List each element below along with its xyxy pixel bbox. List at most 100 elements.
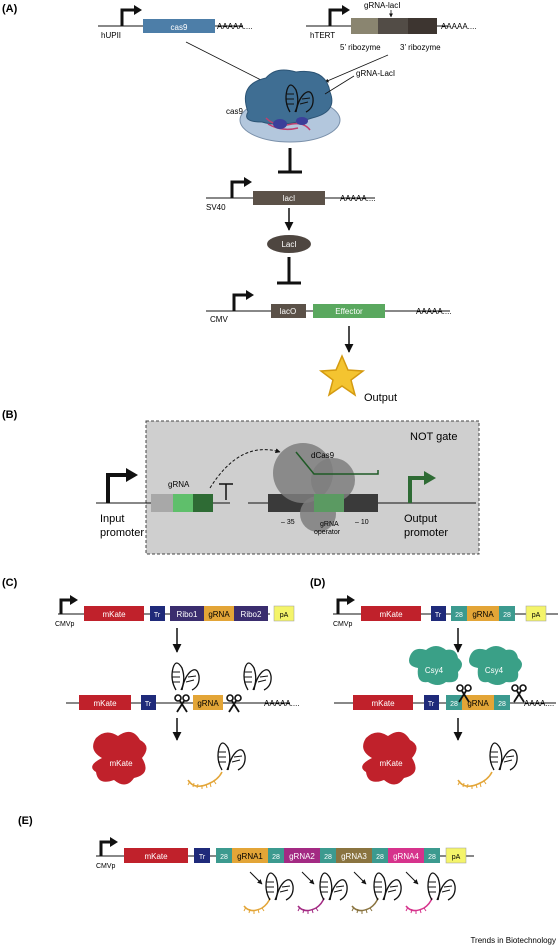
cas9-cassette: cas9 hUPII AAAAA.... [98,5,253,40]
mkate-label-2: mKate [371,699,395,708]
tr-label: Tr [199,854,206,861]
multiplex-grna-products [243,871,456,914]
panel-c-construct: CMVp mKate Tr Ribo1 gRNA Ribo2 pA [55,595,295,628]
promoter-htert-label: hTERT [310,31,335,40]
grna-product-d [457,742,518,789]
lacI-gene-label: lacI [283,194,295,203]
panel-d-transcript: mKate Tr 28 gRNA 28 AAAA.... [334,684,556,710]
r28-box-2 [268,848,284,863]
ribozyme3-box [408,18,437,34]
pa-label: pA [452,854,461,861]
promoter-arrow-icon [120,8,136,26]
output-promoter-arrow-icon [408,476,426,503]
mkate-box [361,606,421,621]
grna4-label: gRNA4 [393,852,419,861]
laco-label: lacO [280,307,296,316]
r28-box-b [499,606,515,621]
tr-box [431,606,446,621]
r28-box-d [494,695,510,710]
promoter-arrow-icon [336,598,349,614]
polya-tail-label: AAAAA.... [264,699,300,708]
mkate-box [124,848,188,863]
mkate-protein: mKate [92,731,147,785]
input-promoter-label-2: promoter [100,527,144,539]
r28-label-c: 28 [450,701,458,708]
grna-operator-label-2: operator [314,529,341,536]
grna-label-2: gRNA [467,699,489,708]
grna-box-dark [193,494,213,512]
grna4-box [388,848,424,863]
output-promoter-label-2: promoter [404,527,448,539]
r28-label-2: 28 [272,854,280,861]
mkate-box-2 [79,695,131,710]
grna-lacI-box [378,18,408,34]
grna-box [204,606,234,621]
panel-d-label: (D) [310,577,326,589]
mkate-box-2 [353,695,413,710]
promoter-sv40-label: SV40 [206,203,226,212]
pa-box [445,847,467,864]
r28-box-5 [424,848,440,863]
cmvp-label: CMVp [96,863,116,870]
polya-tail-label: AAAA.... [524,699,554,708]
ribozyme-hairpin-icon [243,662,272,691]
tr-box [194,848,210,863]
effector-cassette: lacO Effector CMV AAAAA.... [206,290,452,324]
grna-product [187,742,246,789]
csy4-proteins: Csy4 Csy4 [409,646,522,685]
input-promoter-label: Input [100,513,124,525]
pa-box [273,605,295,622]
polya-tail-label: AAAAA.... [441,22,477,31]
laco-box [271,304,306,318]
panel-c-label: (C) [2,577,18,589]
grna-label: gRNA [472,610,494,619]
tr-label-2: Tr [428,701,435,708]
effector-box [313,304,385,318]
polya-tail-label: AAAAA.... [340,194,376,203]
lacI-gene-box [253,191,325,205]
promoter-arrow-icon [230,180,246,198]
pa-box [525,605,547,622]
grna-box-2 [193,695,223,710]
promoter-hupii-label: hUPII [101,31,121,40]
cas9-gene-label: cas9 [171,23,188,32]
lacI-protein-label: LacI [281,240,296,249]
promoter-arrow-icon [59,598,72,614]
tr-label-2: Tr [145,701,152,708]
ribo1-box [170,606,204,621]
panel-a-label: (A) [2,3,18,15]
r28-label-1: 28 [220,854,228,861]
csy4-label-a: Csy4 [425,666,444,675]
tr-label: Tr [154,612,161,619]
grna-operator-label: gRNA [320,521,339,528]
mkate-protein-d: mKate [362,731,417,785]
grna-label-2: gRNA [197,699,219,708]
grna2-label: gRNA2 [289,852,315,861]
output-star-icon [318,354,366,397]
mkate-protein-label: mKate [379,759,403,768]
grna-box [467,606,499,621]
grna-box-mid [173,494,193,512]
promoter-cmv-label: CMV [210,315,228,324]
r28-label-b: 28 [503,612,511,619]
ribo2-label: Ribo2 [241,610,262,619]
r28-label-a: 28 [455,612,463,619]
ribozyme-hairpin-icon [171,662,200,691]
grna1-label: gRNA1 [237,852,263,861]
grna-box-2 [462,695,494,710]
output-label: Output [364,392,397,404]
r28-box-c [446,695,462,710]
grna2-box [284,848,320,863]
promoter-arrow-icon [99,840,112,856]
r28-label-3: 28 [324,854,332,861]
ribozyme3-label: 3’ ribozyme [400,43,441,52]
mkate-protein-label: mKate [109,759,133,768]
panel-c-transcript: mKate Tr gRNA AAAAA.... [66,662,300,713]
cas9-gene-box [143,19,215,33]
mkate-label-2: mKate [93,699,117,708]
promoter-arrow-icon [232,293,248,311]
not-gate-label: NOT gate [410,431,458,443]
ribozyme5-label: 5’ ribozyme [340,43,381,52]
promoter-arrow-icon [328,8,344,26]
